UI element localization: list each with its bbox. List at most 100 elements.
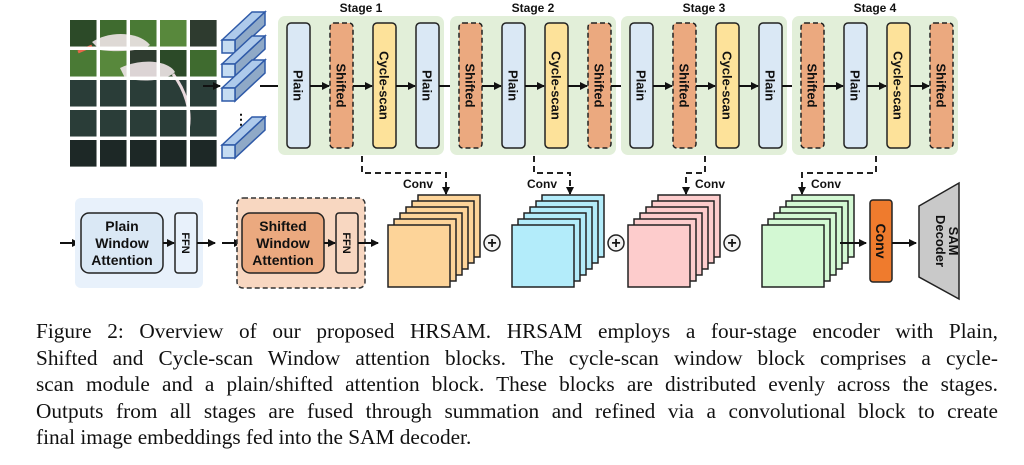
stage-feature-maps: Conv + Conv + Conv + Conv bbox=[361, 156, 877, 288]
shifted-attn-line2: Window bbox=[256, 235, 310, 251]
svg-text:+: + bbox=[611, 235, 620, 252]
image-patch bbox=[160, 110, 187, 137]
cycle-scan-block-label: Cycle-scan bbox=[377, 51, 392, 120]
stage-title: Stage 1 bbox=[340, 1, 383, 15]
shifted-block bbox=[672, 22, 697, 149]
feature-map-layer bbox=[387, 224, 451, 288]
feature-map-layer bbox=[511, 224, 575, 288]
token-bar bbox=[220, 34, 267, 79]
shifted-ffn-label: FFN bbox=[340, 232, 352, 253]
shifted-block-label: Shifted bbox=[934, 63, 949, 107]
image-patch bbox=[160, 20, 187, 47]
conv-label: Conv bbox=[811, 177, 841, 191]
shifted-block-label: Shifted bbox=[334, 63, 349, 107]
patch-tokens bbox=[220, 10, 267, 160]
svg-text:+: + bbox=[487, 235, 496, 252]
feature-map-stack-4: Conv bbox=[761, 156, 877, 288]
feature-map-stack-1: Conv + bbox=[361, 156, 501, 288]
plain-block-label: Plain bbox=[291, 70, 306, 101]
plain-window-attention-panel: Plain Window Attention FFN bbox=[60, 198, 216, 288]
token-ellipsis: ⋮ bbox=[234, 111, 248, 127]
conv-connector bbox=[533, 156, 571, 193]
cycle-scan-block-label: Cycle-scan bbox=[549, 51, 564, 120]
flamingo-shape bbox=[120, 61, 175, 81]
token-bar bbox=[220, 10, 267, 55]
conv-label: Conv bbox=[527, 177, 557, 191]
shifted-block bbox=[329, 22, 354, 149]
shifted-window-attention-panel: Shifted Window Attention FFN bbox=[222, 197, 379, 289]
sum-icon: + bbox=[607, 234, 625, 252]
shifted-attn-line3: Attention bbox=[252, 252, 313, 268]
shifted-block-label: Shifted bbox=[805, 63, 820, 107]
image-patch bbox=[190, 110, 217, 137]
token-bar bbox=[220, 115, 267, 160]
shifted-block bbox=[929, 22, 954, 149]
decoder-label-line2: Decoder bbox=[933, 215, 948, 267]
image-patch bbox=[190, 80, 217, 107]
image-patch bbox=[190, 20, 217, 47]
conv-connector bbox=[685, 156, 706, 193]
stage-2: Stage 2 Shifted Plain Cycle-scan Shifted bbox=[450, 1, 630, 155]
final-conv-label: Conv bbox=[873, 224, 889, 259]
figure-caption: Figure 2: Overview of our proposed HRSAM… bbox=[36, 318, 998, 451]
final-conv-block bbox=[869, 199, 893, 283]
shifted-block bbox=[587, 22, 612, 149]
feature-map-stack-3: Conv + bbox=[627, 156, 741, 288]
sam-decoder-block bbox=[918, 181, 960, 301]
plain-block-label: Plain bbox=[763, 70, 778, 101]
conv-connector bbox=[801, 156, 877, 193]
shifted-block-label: Shifted bbox=[592, 63, 607, 107]
conv-connector bbox=[361, 156, 447, 193]
plain-attn-line1: Plain bbox=[105, 218, 138, 234]
cycle-scan-block-label: Cycle-scan bbox=[720, 51, 735, 120]
stage-title: Stage 2 bbox=[512, 1, 555, 15]
image-patch bbox=[190, 140, 217, 167]
image-patch bbox=[100, 140, 127, 167]
image-patch bbox=[130, 80, 157, 107]
image-patch bbox=[70, 50, 97, 77]
shifted-attn-line1: Shifted bbox=[259, 218, 306, 234]
image-patch bbox=[70, 110, 97, 137]
caption-line-5: final image embeddings fed into the SAM … bbox=[36, 425, 472, 449]
caption-line-4: Outputs from all stages are fused throug… bbox=[36, 398, 998, 423]
image-patch bbox=[160, 80, 187, 107]
image-patch bbox=[70, 80, 97, 107]
stage-title: Stage 3 bbox=[683, 1, 726, 15]
plain-attn-line2: Window bbox=[95, 235, 149, 251]
caption-line-1: Figure 2: Overview of our proposed HRSAM… bbox=[36, 319, 998, 343]
image-patch bbox=[160, 140, 187, 167]
conv-label: Conv bbox=[695, 177, 725, 191]
caption-line-2: Shifted and Cycle-scan Window attention … bbox=[36, 345, 998, 370]
image-patch bbox=[130, 140, 157, 167]
image-patch bbox=[100, 80, 127, 107]
sum-icon: + bbox=[723, 234, 741, 252]
plain-block-label: Plain bbox=[506, 70, 521, 101]
plain-ffn-label: FFN bbox=[179, 232, 191, 253]
svg-text:+: + bbox=[727, 235, 736, 252]
stage-4: Stage 4 Shifted Plain Cycle-scan Shifted bbox=[792, 1, 958, 155]
image-patch bbox=[190, 50, 217, 77]
stage-1: Stage 1 Plain Shifted Cycle-scan Plain bbox=[278, 1, 459, 155]
image-patch bbox=[130, 110, 157, 137]
shifted-block bbox=[458, 22, 483, 149]
sum-icon: + bbox=[483, 234, 501, 252]
caption-line-3: scan module and a plain/shifted attentio… bbox=[36, 372, 998, 396]
shifted-block-label: Shifted bbox=[463, 63, 478, 107]
plain-block-label: Plain bbox=[634, 70, 649, 101]
plain-block-label: Plain bbox=[420, 70, 435, 101]
image-patch bbox=[100, 110, 127, 137]
plain-attn-line3: Attention bbox=[91, 252, 152, 268]
shifted-block bbox=[800, 22, 825, 149]
cycle-scan-block-label: Cycle-scan bbox=[891, 51, 906, 120]
stage-title: Stage 4 bbox=[854, 1, 897, 15]
feature-map-stack-2: Conv + bbox=[511, 156, 625, 288]
plain-block-label: Plain bbox=[848, 70, 863, 101]
conv-label: Conv bbox=[403, 177, 433, 191]
feature-map-layer bbox=[627, 224, 691, 288]
image-patch bbox=[70, 140, 97, 167]
feature-map-layer bbox=[761, 224, 825, 288]
input-image-patches bbox=[70, 20, 217, 167]
